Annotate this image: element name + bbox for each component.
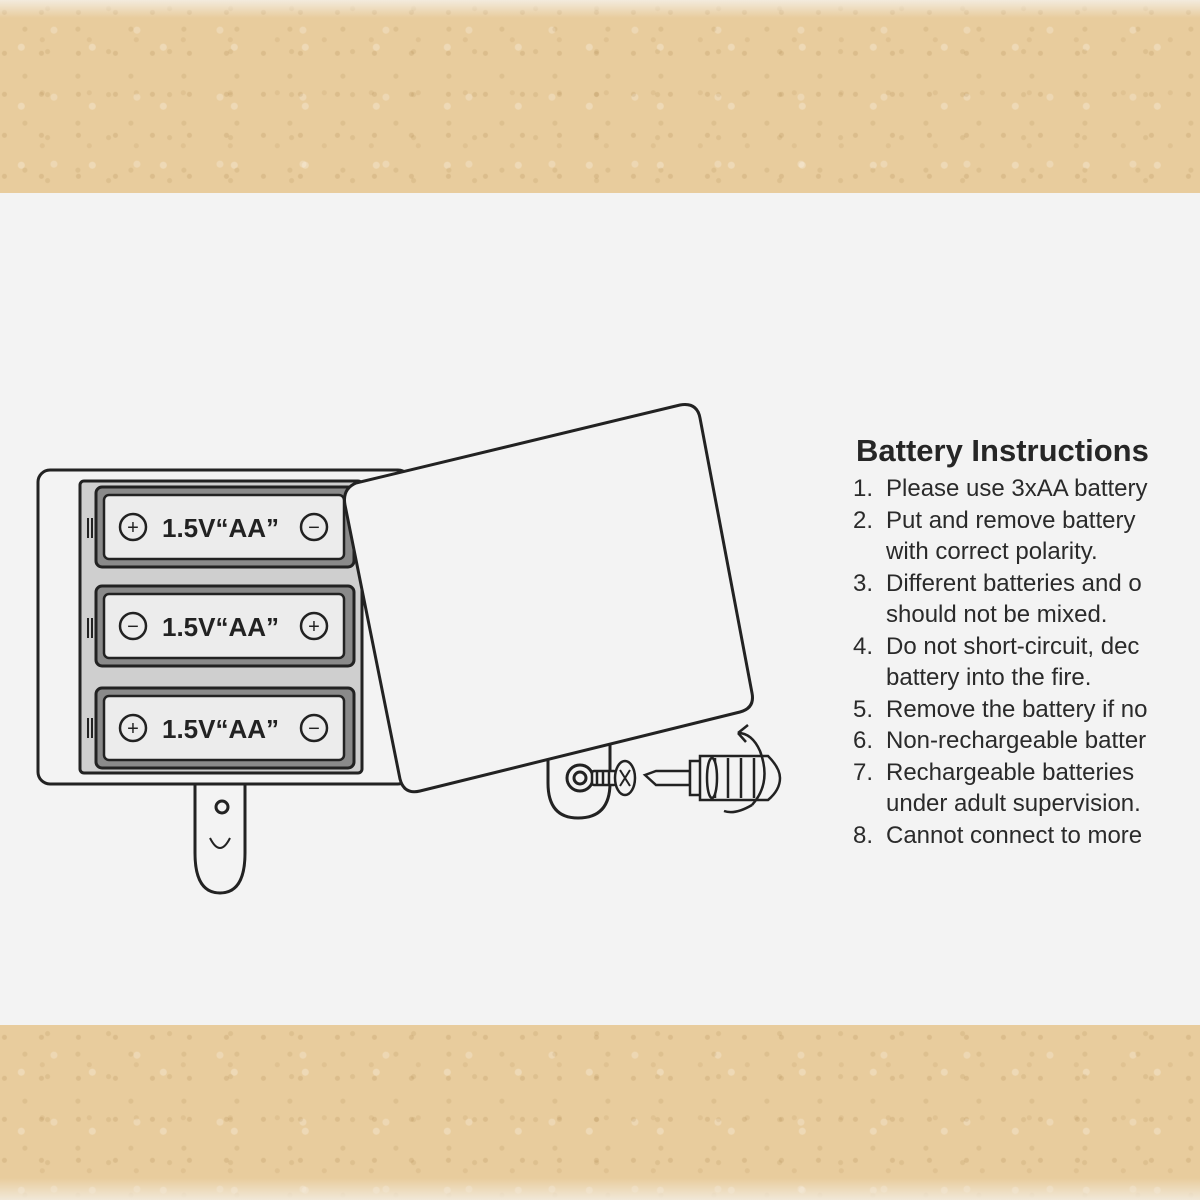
- instructions-title: Battery Instructions: [856, 433, 1149, 468]
- battery-3-left-pole: +: [127, 718, 139, 740]
- instructions-list: 1.Please use 3xAA battery 2.Put and remo…: [853, 473, 1200, 851]
- battery-row-2: − 1.5V“AA” +: [94, 584, 356, 668]
- list-item: 2.Put and remove battery with correct po…: [853, 506, 1136, 566]
- list-item: 4.Do not short-circuit, dec battery into…: [853, 632, 1140, 692]
- kraft-paper-bottom: [0, 1025, 1200, 1200]
- battery-2-label: 1.5V“AA”: [162, 612, 279, 642]
- battery-row-1: + 1.5V“AA” −: [94, 485, 356, 569]
- list-item: 8.Cannot connect to more: [853, 821, 1143, 849]
- battery-1-left-pole: +: [127, 517, 139, 539]
- kraft-paper-top: [0, 0, 1200, 193]
- battery-2-left-pole: −: [127, 616, 139, 638]
- mounting-tab: [193, 783, 247, 895]
- battery-3-label: 1.5V“AA”: [162, 714, 279, 744]
- instruction-label: + 1.5V“AA” − − 1.5V“AA” + + 1.5V“AA” −: [0, 193, 1200, 1025]
- list-item: 6.Non-rechargeable batter: [853, 727, 1147, 754]
- battery-illustration: + 1.5V“AA” − − 1.5V“AA” + + 1.5V“AA” −: [36, 403, 782, 895]
- list-item: 1.Please use 3xAA battery: [853, 475, 1148, 502]
- list-item: 5.Remove the battery if no: [853, 695, 1148, 723]
- screwdriver-icon: [642, 754, 782, 802]
- battery-3-right-pole: −: [308, 718, 320, 740]
- battery-cover: [343, 403, 754, 794]
- battery-1-label: 1.5V“AA”: [162, 513, 279, 543]
- rotation-arrow-icon: [723, 724, 766, 814]
- battery-instructions: Battery Instructions 1.Please use 3xAA b…: [853, 433, 1200, 851]
- mounting-tab-shine: [209, 837, 231, 849]
- battery-row-3: + 1.5V“AA” −: [94, 686, 356, 770]
- list-item: 7.Rechargeable batteries under adult sup…: [853, 758, 1141, 818]
- list-item: 3.Different batteries and o should not b…: [853, 569, 1142, 629]
- screw-icon: [590, 759, 637, 797]
- mounting-hole: [214, 799, 230, 815]
- battery-1-right-pole: −: [308, 517, 320, 539]
- battery-2-right-pole: +: [308, 616, 320, 638]
